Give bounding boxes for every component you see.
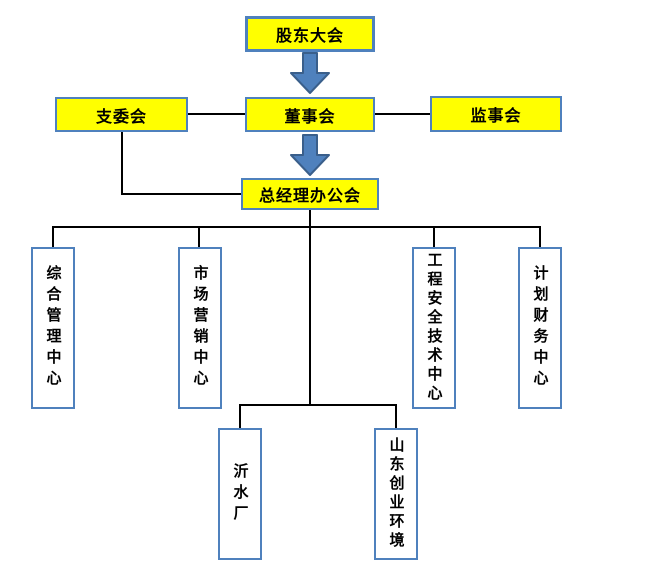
connector-stub-marketing — [198, 226, 200, 247]
node-label: 总经理办公会 — [258, 186, 361, 205]
connector-branch-to-board — [188, 113, 245, 115]
node-label: 支委会 — [95, 106, 147, 126]
connector-branch-to-gm — [121, 193, 243, 195]
node-general-management-center: 综合管理中心 — [31, 247, 75, 409]
connector-stub-planning — [539, 226, 541, 247]
node-label: 市场营销中心 — [191, 265, 210, 391]
connector-stub-engineering — [433, 226, 435, 247]
node-label: 沂水厂 — [231, 462, 250, 526]
node-planning-finance-center: 计划财务中心 — [518, 247, 562, 409]
node-engineering-safety-tech-center: 工程安全技术中心 — [412, 247, 456, 409]
connector-stub-general-mgmt — [52, 226, 54, 247]
node-label: 监事会 — [470, 106, 522, 125]
connector-branch-down — [121, 131, 123, 195]
node-supervisory-board: 监事会 — [430, 96, 562, 132]
node-shareholders-meeting: 股东大会 — [245, 16, 375, 52]
connector-stub-shandong — [395, 404, 397, 428]
connector-board-to-supervisory — [375, 113, 430, 115]
connector-gm-trunk — [309, 210, 311, 406]
node-label: 工程安全技术中心 — [425, 252, 444, 404]
node-label: 计划财务中心 — [531, 265, 550, 391]
node-label: 股东大会 — [275, 26, 344, 45]
node-label: 山东创业环境 — [387, 437, 406, 551]
node-branch-committee: 支委会 — [55, 97, 188, 132]
node-label: 董事会 — [284, 106, 336, 126]
down-arrow-icon — [290, 134, 330, 176]
node-board-of-directors: 董事会 — [245, 97, 375, 132]
connector-stub-yishui — [239, 404, 241, 428]
down-arrow-shape — [290, 134, 330, 176]
node-marketing-center: 市场营销中心 — [178, 247, 222, 409]
down-arrow-shape — [290, 52, 330, 94]
connector-plants-rail — [239, 404, 397, 406]
connector-children-rail — [52, 226, 541, 228]
down-arrow-icon — [290, 52, 330, 94]
node-label: 综合管理中心 — [44, 265, 63, 391]
node-gm-office-meeting: 总经理办公会 — [241, 178, 379, 210]
node-yishui-plant: 沂水厂 — [218, 428, 262, 560]
node-shandong-chuangye-environment: 山东创业环境 — [374, 428, 418, 560]
